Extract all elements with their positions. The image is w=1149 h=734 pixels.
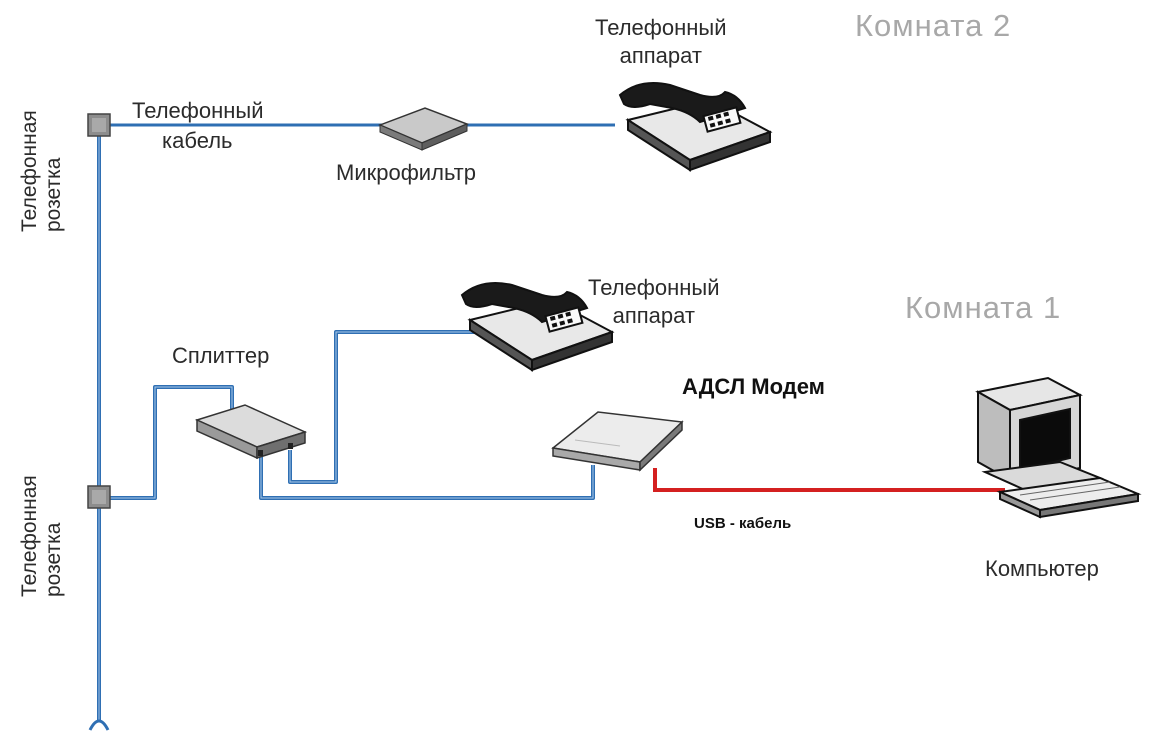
cable-label-line2: кабель (162, 128, 233, 153)
splitter-label: Сплиттер (172, 343, 270, 368)
splitter-device (194, 404, 308, 460)
cable-label-line1: Телефонный (132, 98, 264, 123)
wall-socket-bottom (87, 485, 111, 509)
telephone-room1 (460, 282, 615, 372)
computer-device (975, 376, 1142, 519)
socket-bottom-label-line1: Телефонная (18, 475, 41, 597)
wall-cable (88, 125, 110, 731)
room2-label: Комната 2 (855, 8, 1012, 43)
computer-label: Компьютер (985, 556, 1099, 581)
phone-room2-label: Телефонный аппарат (595, 14, 727, 70)
wall-socket-top (87, 113, 111, 137)
room1-label: Комната 1 (905, 290, 1062, 325)
room1-lines-highlight (110, 331, 594, 499)
socket-bottom-label-line2: розетка (42, 522, 65, 597)
cable-label: Телефонный кабель (132, 96, 264, 156)
keyboard-keys (1019, 481, 1121, 501)
keypad (549, 311, 573, 328)
keypad (707, 111, 731, 128)
phone-room2-label-line1: Телефонный (595, 15, 727, 40)
microfilter-device (377, 107, 470, 151)
socket-top-label-line2: розетка (42, 157, 65, 232)
phone-room1-label-line2: аппарат (612, 303, 695, 328)
socket-top-label: Телефонная розетка (18, 110, 66, 232)
microfilter-label: Микрофильтр (336, 160, 476, 185)
telephone-room2 (618, 82, 773, 172)
usb-cable-line (653, 468, 1005, 492)
adsl-modem-device (551, 411, 684, 472)
socket-top-label-line1: Телефонная (18, 110, 41, 232)
modem-label: АДСЛ Модем (682, 374, 825, 399)
phone-room1-label: Телефонный аппарат (588, 274, 720, 330)
usb-cable-label: USB - кабель (694, 515, 792, 532)
phone-room1-label-line1: Телефонный (588, 275, 720, 300)
socket-bottom-label: Телефонная розетка (18, 475, 66, 597)
phone-room2-label-line2: аппарат (619, 43, 702, 68)
